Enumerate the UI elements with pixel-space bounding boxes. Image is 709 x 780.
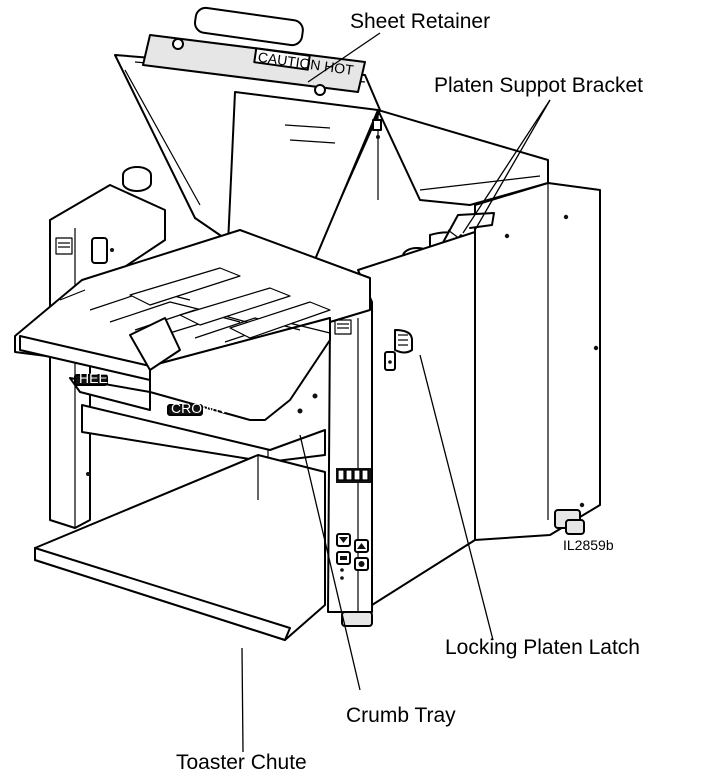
right-cabinet [474,182,601,541]
sheet-retainer-label: Sheet Retainer [350,10,490,33]
toaster-chute-label: Toaster Chute [176,751,307,774]
cabinet-feet [341,519,585,627]
crown-label: CROWN [171,400,225,416]
heel-label: HEEL [79,370,116,386]
toaster-chute [34,454,326,641]
locking-platen-latch-label: Locking Platen Latch [445,636,640,659]
locking-platen-latch[interactable] [384,329,413,371]
set-button[interactable] [336,551,351,565]
platen-support-bracket-label: Platen Suppot Bracket [434,74,643,97]
left-side-panel [49,184,166,529]
sheet-retainer-bar: CAUTION HOT [142,6,382,139]
top-knob-left[interactable] [122,166,152,192]
up-arrow-button[interactable] [354,539,369,553]
leader-lines [241,32,551,753]
crumb-tray-label: Crumb Tray [346,704,456,727]
illustration-code: IL2859b [563,537,614,553]
platen-tray: HEEL CROWN [14,229,371,421]
down-arrow-button[interactable] [336,533,351,547]
mode-button[interactable] [354,557,369,571]
